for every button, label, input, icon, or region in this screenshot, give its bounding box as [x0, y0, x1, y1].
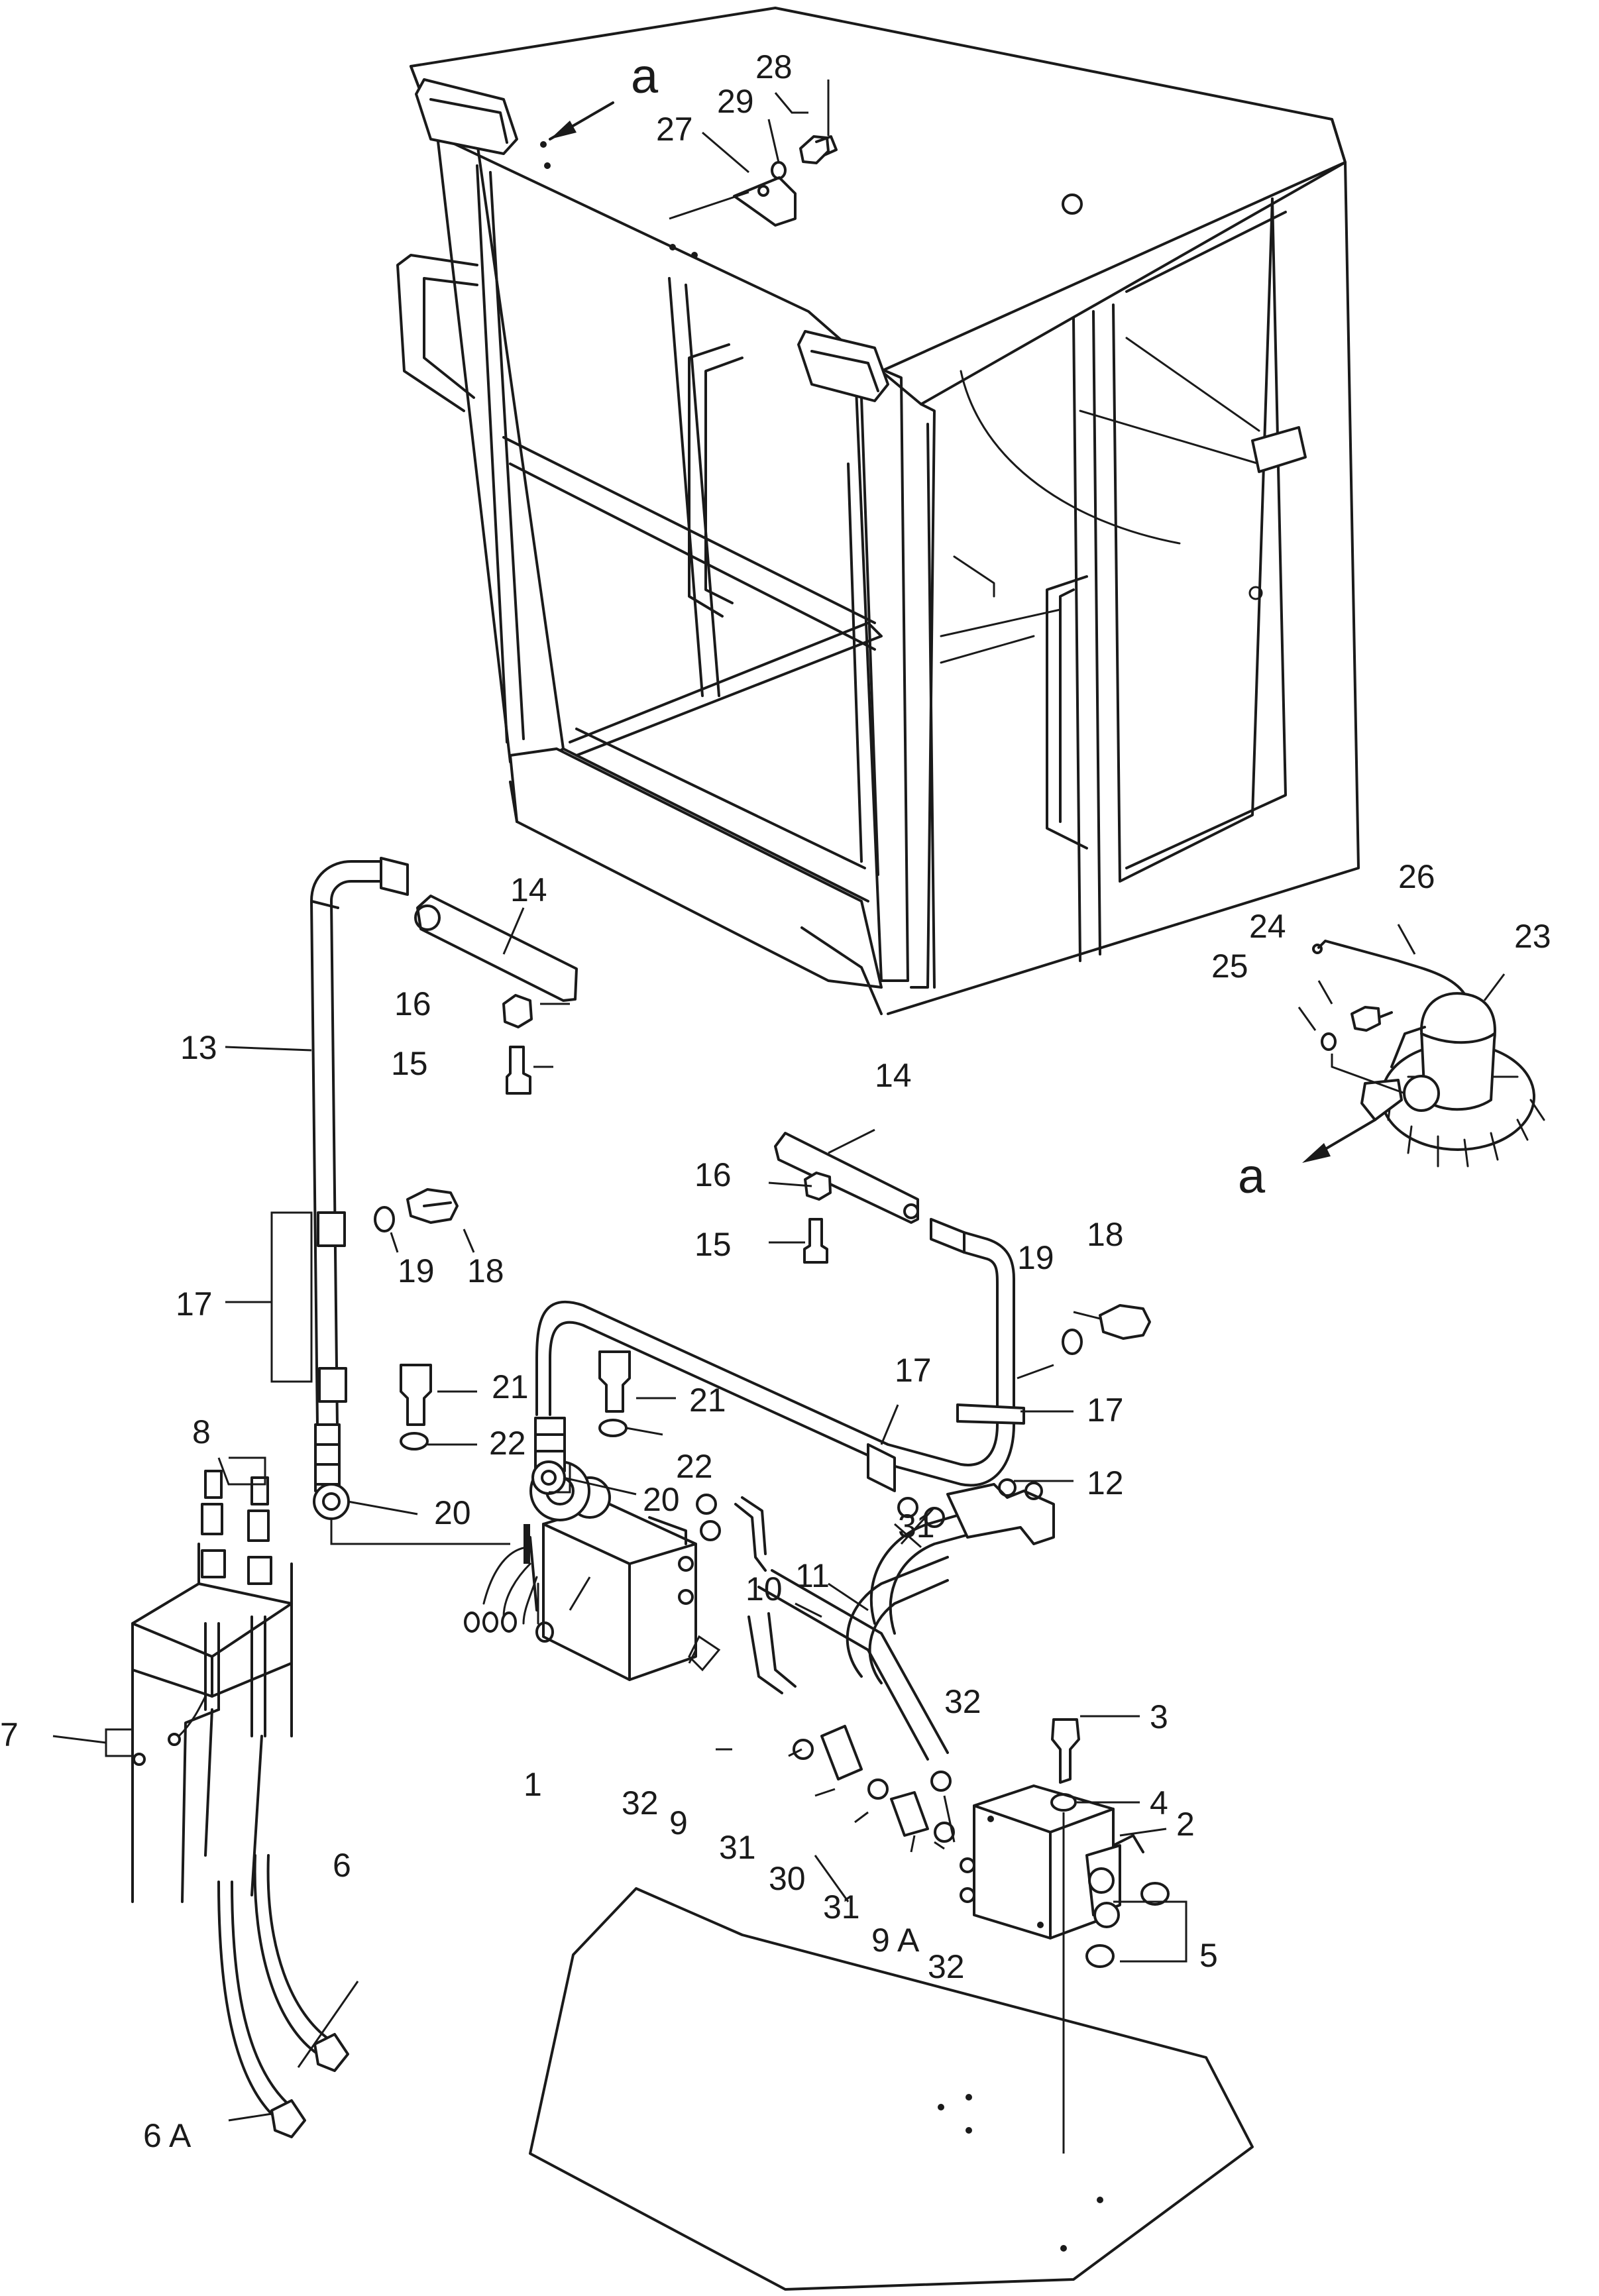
callout-15-left: 15 — [391, 1045, 428, 1082]
callout-19-right: 19 — [1017, 1239, 1054, 1276]
callout-28: 28 — [755, 48, 793, 85]
callout-6a: 6 A — [143, 2117, 192, 2154]
leader-lines — [52, 80, 1506, 2122]
callout-22-right: 22 — [676, 1448, 713, 1485]
hoses — [310, 857, 1055, 1843]
washer-tank-2 — [960, 1718, 1170, 2154]
cab-assembly — [396, 7, 1360, 1015]
callout-20-left: 20 — [434, 1494, 471, 1531]
callout-7: 7 — [0, 1716, 19, 1753]
callout-10: 10 — [745, 1570, 783, 1608]
callout-30: 30 — [769, 1860, 806, 1897]
callout-19-left: 19 — [398, 1252, 435, 1289]
callout-11: 11 — [795, 1557, 830, 1594]
callout-32-c: 32 — [928, 1948, 965, 1985]
callout-29: 29 — [717, 83, 754, 120]
floor-plate — [529, 1887, 1254, 2291]
callout-12: 12 — [1087, 1464, 1124, 1502]
callout-1: 1 — [524, 1766, 542, 1803]
callout-20-right: 20 — [643, 1481, 680, 1518]
callout-4: 4 — [1150, 1784, 1168, 1822]
callout-6: 6 — [333, 1847, 351, 1884]
callout-31-top: 31 — [898, 1507, 935, 1545]
callout-23: 23 — [1514, 918, 1551, 955]
callout-8: 8 — [192, 1413, 211, 1450]
callout-17-right: 17 — [1087, 1392, 1124, 1429]
callout-27: 27 — [656, 111, 693, 148]
callout-13: 13 — [180, 1029, 217, 1066]
callout-22-left: 22 — [489, 1425, 526, 1462]
callout-3: 3 — [1150, 1698, 1168, 1735]
callout-26: 26 — [1398, 858, 1435, 895]
view-arrow-top: a — [549, 48, 659, 140]
callout-32-a: 32 — [944, 1683, 981, 1720]
washer-tank-1 — [464, 1460, 697, 1681]
callout-2: 2 — [1176, 1806, 1195, 1843]
wire-harness — [105, 1470, 349, 2138]
callout-16-left: 16 — [394, 985, 431, 1022]
callout-labels: 28 29 27 14 16 15 13 17 18 19 21 22 20 2… — [0, 48, 1551, 2154]
view-marker-right: a — [1238, 1148, 1266, 1203]
callout-31-b: 31 — [719, 1829, 756, 1866]
callout-9: 9 — [669, 1804, 688, 1841]
fasteners — [374, 994, 1151, 1450]
callout-9a: 9 A — [871, 1922, 920, 1959]
callout-24: 24 — [1249, 908, 1286, 945]
callout-18-left: 18 — [467, 1252, 504, 1289]
callout-17-left: 17 — [176, 1285, 213, 1323]
callout-16-right: 16 — [694, 1156, 732, 1193]
callout-25: 25 — [1211, 948, 1248, 985]
callout-21-left: 21 — [492, 1368, 529, 1405]
callout-31-c: 31 — [823, 1888, 860, 1926]
callout-14-right: 14 — [875, 1057, 912, 1094]
work-lamp: a — [1238, 940, 1545, 1203]
callout-14-left: 14 — [510, 871, 547, 908]
callout-15-right: 15 — [694, 1226, 732, 1263]
callout-21-right: 21 — [689, 1382, 726, 1419]
callout-17-mid: 17 — [895, 1352, 932, 1389]
callout-5: 5 — [1199, 1937, 1218, 1974]
callout-32-b: 32 — [622, 1784, 659, 1822]
callout-18-right: 18 — [1087, 1216, 1124, 1253]
view-marker-top: a — [631, 48, 659, 103]
